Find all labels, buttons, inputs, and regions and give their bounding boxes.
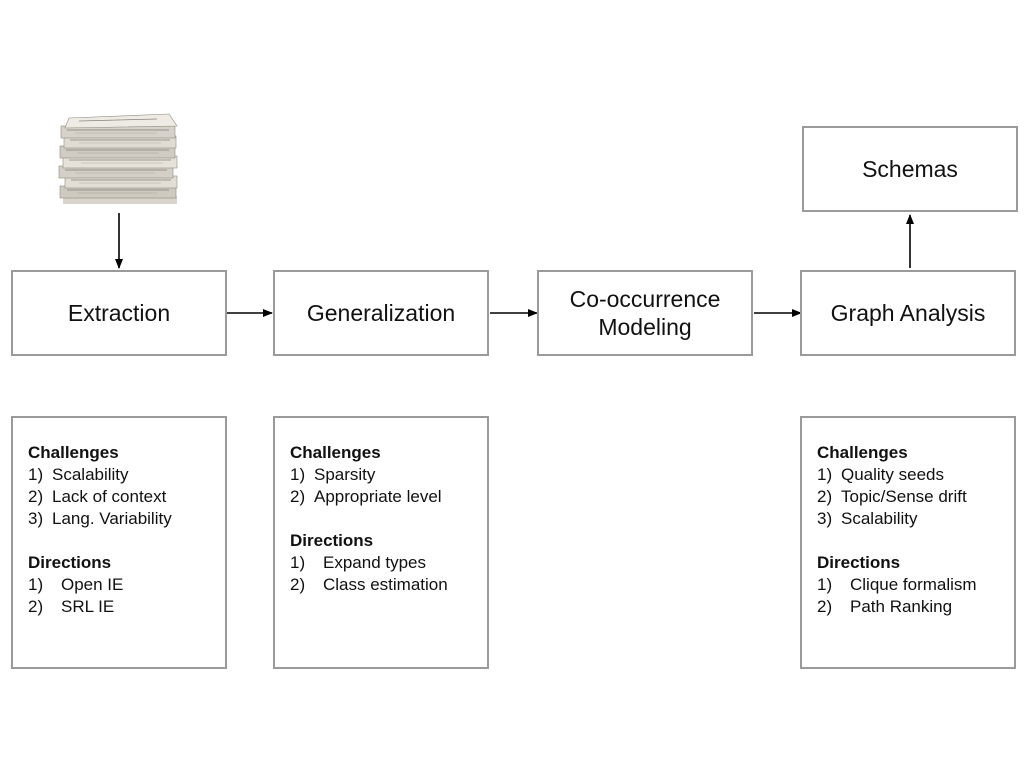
graph-analysis-info-box: Challenges 1) Quality seeds 2) Topic/Sense… [800, 416, 1016, 669]
item-number: 1) [290, 553, 306, 572]
spacer [28, 530, 225, 552]
generalization-box: Generalization [273, 270, 489, 356]
item-number: 1) [290, 465, 306, 484]
newspaper-stack-icon [58, 113, 178, 204]
list-item: 1) Scalability [28, 464, 225, 486]
item-number: 2) [817, 597, 833, 616]
spacer [290, 508, 487, 530]
item-number: 1) [28, 575, 44, 594]
schemas-box: Schemas [802, 126, 1018, 212]
cooccurrence-modeling-label: Co-occurrence Modeling [570, 285, 721, 341]
item-text: Class estimation [323, 575, 448, 594]
challenges-heading: Challenges [817, 443, 908, 462]
item-text: Topic/Sense drift [841, 487, 967, 506]
list-item: 2) Appropriate level [290, 486, 487, 508]
list-item: 2) Topic/Sense drift [817, 486, 1014, 508]
generalization-label: Generalization [306, 300, 456, 326]
challenges-heading: Challenges [28, 443, 119, 462]
item-text: Clique formalism [850, 575, 977, 594]
list-item: 2) Path Ranking [817, 596, 1014, 618]
list-item: 2) Lack of context [28, 486, 225, 508]
item-number: 1) [817, 465, 833, 484]
extraction-info-box: Challenges 1) Scalability 2) Lack of conte… [11, 416, 227, 669]
item-number: 1) [28, 465, 44, 484]
list-item: 1) Clique formalism [817, 574, 1014, 596]
item-text: Sparsity [314, 465, 376, 484]
generalization-info-box: Challenges 1) Sparsity 2) Appropriate leve… [273, 416, 489, 669]
cooccurrence-label-line-2: Modeling [598, 314, 692, 340]
item-text: Appropriate level [314, 487, 442, 506]
item-text: Open IE [61, 575, 124, 594]
item-text: SRL IE [61, 597, 115, 616]
cooccurrence-modeling-box: Co-occurrence Modeling [537, 270, 753, 356]
item-number: 2) [290, 487, 306, 506]
cooccurrence-label-line-1: Co-occurrence [569, 286, 721, 312]
item-text: Quality seeds [841, 465, 944, 484]
list-item: 3) Lang. Variability [28, 508, 225, 530]
item-number: 3) [817, 509, 833, 528]
schemas-label: Schemas [862, 156, 958, 182]
list-item: 2) Class estimation [290, 574, 487, 596]
list-item: 1) Expand types [290, 552, 487, 574]
spacer [817, 530, 1014, 552]
item-number: 2) [290, 575, 306, 594]
directions-heading: Directions [817, 553, 901, 572]
directions-heading: Directions [290, 531, 374, 550]
list-item: 1) Quality seeds [817, 464, 1014, 486]
list-item: 1) Sparsity [290, 464, 487, 486]
graph-analysis-box: Graph Analysis [800, 270, 1016, 356]
list-item: 1) Open IE [28, 574, 225, 596]
extraction-label: Extraction [67, 300, 171, 326]
item-number: 2) [28, 597, 44, 616]
challenges-heading: Challenges [290, 443, 381, 462]
item-number: 3) [28, 509, 44, 528]
item-number: 1) [817, 575, 833, 594]
item-text: Scalability [52, 465, 129, 484]
item-text: Lack of context [52, 487, 167, 506]
list-item: 3) Scalability [817, 508, 1014, 530]
item-number: 2) [28, 487, 44, 506]
item-number: 2) [817, 487, 833, 506]
graph-analysis-label: Graph Analysis [830, 300, 986, 326]
item-text: Scalability [841, 509, 918, 528]
list-item: 2) SRL IE [28, 596, 225, 618]
item-text: Lang. Variability [52, 509, 172, 528]
extraction-box: Extraction [11, 270, 227, 356]
item-text: Expand types [323, 553, 427, 572]
directions-heading: Directions [28, 553, 112, 572]
item-text: Path Ranking [850, 597, 953, 616]
